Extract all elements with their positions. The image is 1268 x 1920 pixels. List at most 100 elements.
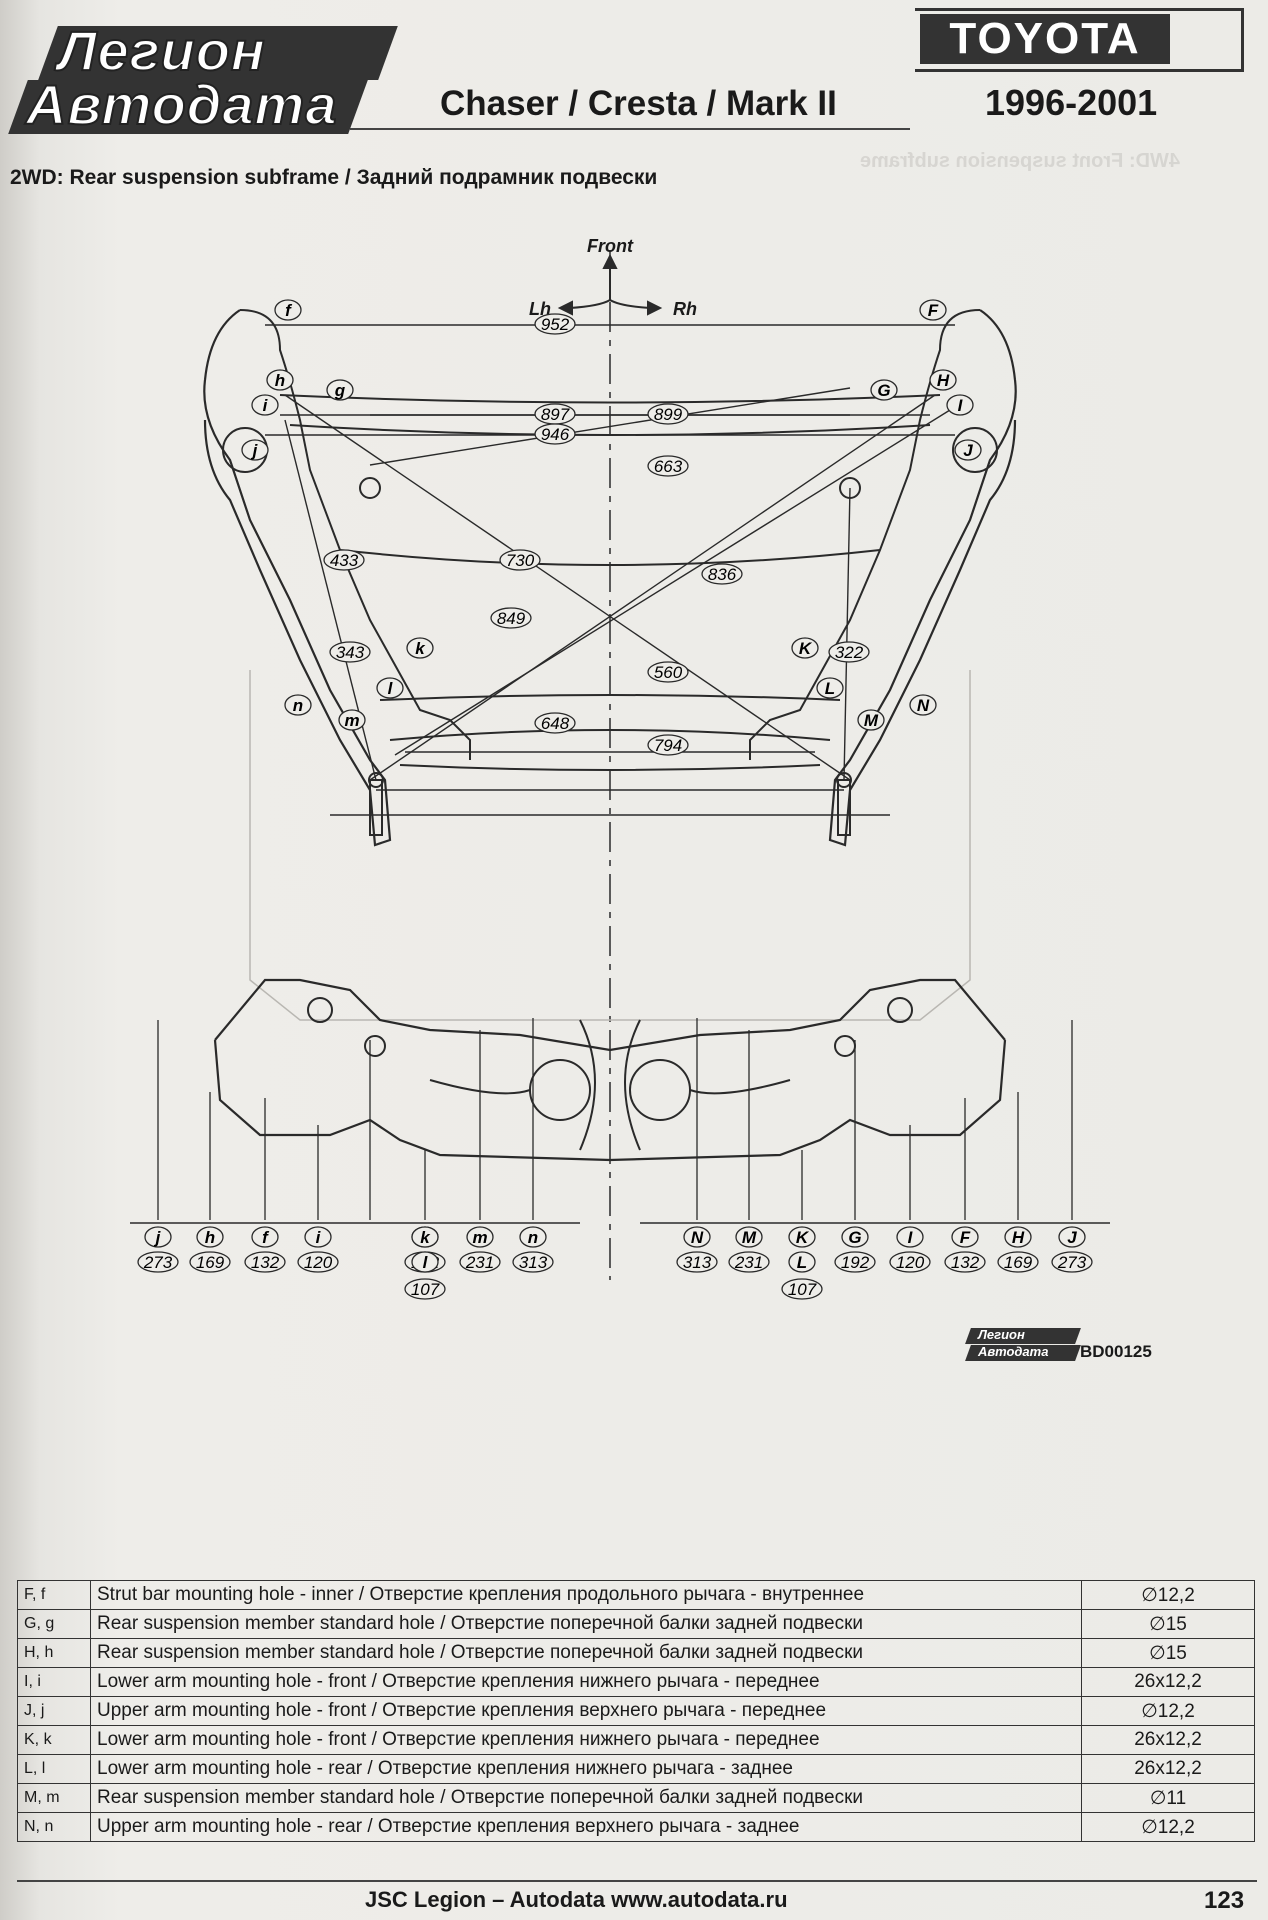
years-label: 1996-2001	[985, 82, 1158, 123]
brand-frame	[915, 8, 1244, 72]
row-size: ∅12,2	[1081, 1580, 1255, 1610]
point-label: h	[266, 369, 294, 391]
svg-text:273: 273	[143, 1253, 173, 1272]
dimension-label: 343	[329, 641, 371, 663]
svg-text:132: 132	[251, 1253, 280, 1272]
svg-text:h: h	[205, 1228, 215, 1247]
row-description: Lower arm mounting hole - front / Отверс…	[90, 1667, 1082, 1697]
svg-text:648: 648	[541, 714, 570, 733]
diagram-code: BD00125	[1080, 1342, 1152, 1361]
row-size: 26x12,2	[1081, 1667, 1255, 1697]
svg-text:231: 231	[734, 1253, 763, 1272]
dimension-label: 663	[647, 455, 689, 477]
point-label: N	[909, 694, 937, 716]
svg-text:120: 120	[896, 1253, 925, 1272]
row-points: I, i	[17, 1667, 91, 1697]
svg-text:m: m	[472, 1228, 487, 1247]
svg-text:K: K	[796, 1228, 810, 1247]
point-label: m	[338, 709, 366, 731]
dimension-label: 322	[828, 641, 870, 663]
svg-text:794: 794	[654, 736, 682, 755]
svg-text:N: N	[917, 696, 930, 715]
small-logo: Легион Автодата	[964, 1326, 1081, 1362]
row-description: Lower arm mounting hole - rear / Отверст…	[90, 1754, 1082, 1784]
side-point: k	[411, 1226, 439, 1248]
rh-label: Rh	[673, 299, 697, 319]
row-description: Upper arm mounting hole - front / Отверс…	[90, 1696, 1082, 1726]
svg-text:f: f	[262, 1228, 270, 1247]
svg-text:g: g	[334, 381, 346, 400]
dimension-label: 794	[647, 734, 689, 756]
svg-text:I: I	[908, 1228, 914, 1247]
svg-text:663: 663	[654, 457, 683, 476]
footer-divider	[17, 1880, 1257, 1882]
front-label: Front	[587, 236, 634, 256]
row-size: 26x12,2	[1081, 1754, 1255, 1784]
dimension-label: 899	[647, 403, 689, 425]
svg-text:313: 313	[519, 1253, 548, 1272]
row-size: ∅12,2	[1081, 1812, 1255, 1842]
point-label: j	[241, 439, 269, 461]
svg-text:343: 343	[336, 643, 365, 662]
dimension-label: 433	[323, 549, 365, 571]
svg-text:132: 132	[951, 1253, 980, 1272]
dimension-label: 897	[534, 403, 576, 425]
svg-text:849: 849	[497, 609, 526, 628]
svg-text:107: 107	[411, 1280, 440, 1299]
subframe-diagram: Front Lh Rh 9526638978999464337308368493…	[130, 236, 1110, 1300]
svg-text:k: k	[420, 1228, 431, 1247]
svg-text:273: 273	[1057, 1253, 1087, 1272]
brand-label: TOYOTA	[920, 14, 1170, 64]
svg-text:433: 433	[330, 551, 359, 570]
svg-text:i: i	[316, 1228, 322, 1247]
point-label: f	[274, 299, 302, 321]
dimension-label: 946	[534, 423, 576, 445]
svg-text:120: 120	[304, 1253, 333, 1272]
svg-text:G: G	[877, 381, 890, 400]
point-label: l	[376, 677, 404, 699]
side-point: I 120	[889, 1226, 931, 1273]
row-description: Rear suspension member standard hole / О…	[90, 1638, 1082, 1668]
row-points: N, n	[17, 1812, 91, 1842]
svg-text:M: M	[742, 1228, 757, 1247]
svg-text:899: 899	[654, 405, 683, 424]
svg-text:I: I	[958, 396, 964, 415]
side-point: i 120	[297, 1226, 339, 1273]
svg-text:m: m	[344, 711, 359, 730]
side-point: M 231	[728, 1226, 770, 1273]
logo-line1: Легион	[57, 18, 266, 83]
svg-text:H: H	[1012, 1228, 1025, 1247]
row-description: Rear suspension member standard hole / О…	[90, 1783, 1082, 1813]
point-label: H	[929, 369, 957, 391]
svg-text:J: J	[963, 441, 973, 460]
point-label: n	[284, 694, 312, 716]
svg-text:169: 169	[1004, 1253, 1033, 1272]
svg-text:F: F	[928, 301, 939, 320]
point-label: K	[791, 637, 819, 659]
bleed-through-text: 4WD: Front suspension subframe	[860, 150, 1181, 172]
svg-text:K: K	[799, 639, 813, 658]
row-description: Upper arm mounting hole - rear / Отверст…	[90, 1812, 1082, 1842]
dimension-label: 730	[499, 549, 541, 571]
row-points: M, m	[17, 1783, 91, 1813]
svg-text:M: M	[864, 711, 879, 730]
svg-text:L: L	[825, 679, 835, 698]
point-label: k	[406, 637, 434, 659]
small-logo-line2: Автодата	[978, 1344, 1049, 1359]
svg-text:n: n	[293, 696, 303, 715]
svg-text:107: 107	[788, 1280, 817, 1299]
footer-publisher: JSC Legion – Autodata www.autodata.ru	[365, 1887, 788, 1912]
